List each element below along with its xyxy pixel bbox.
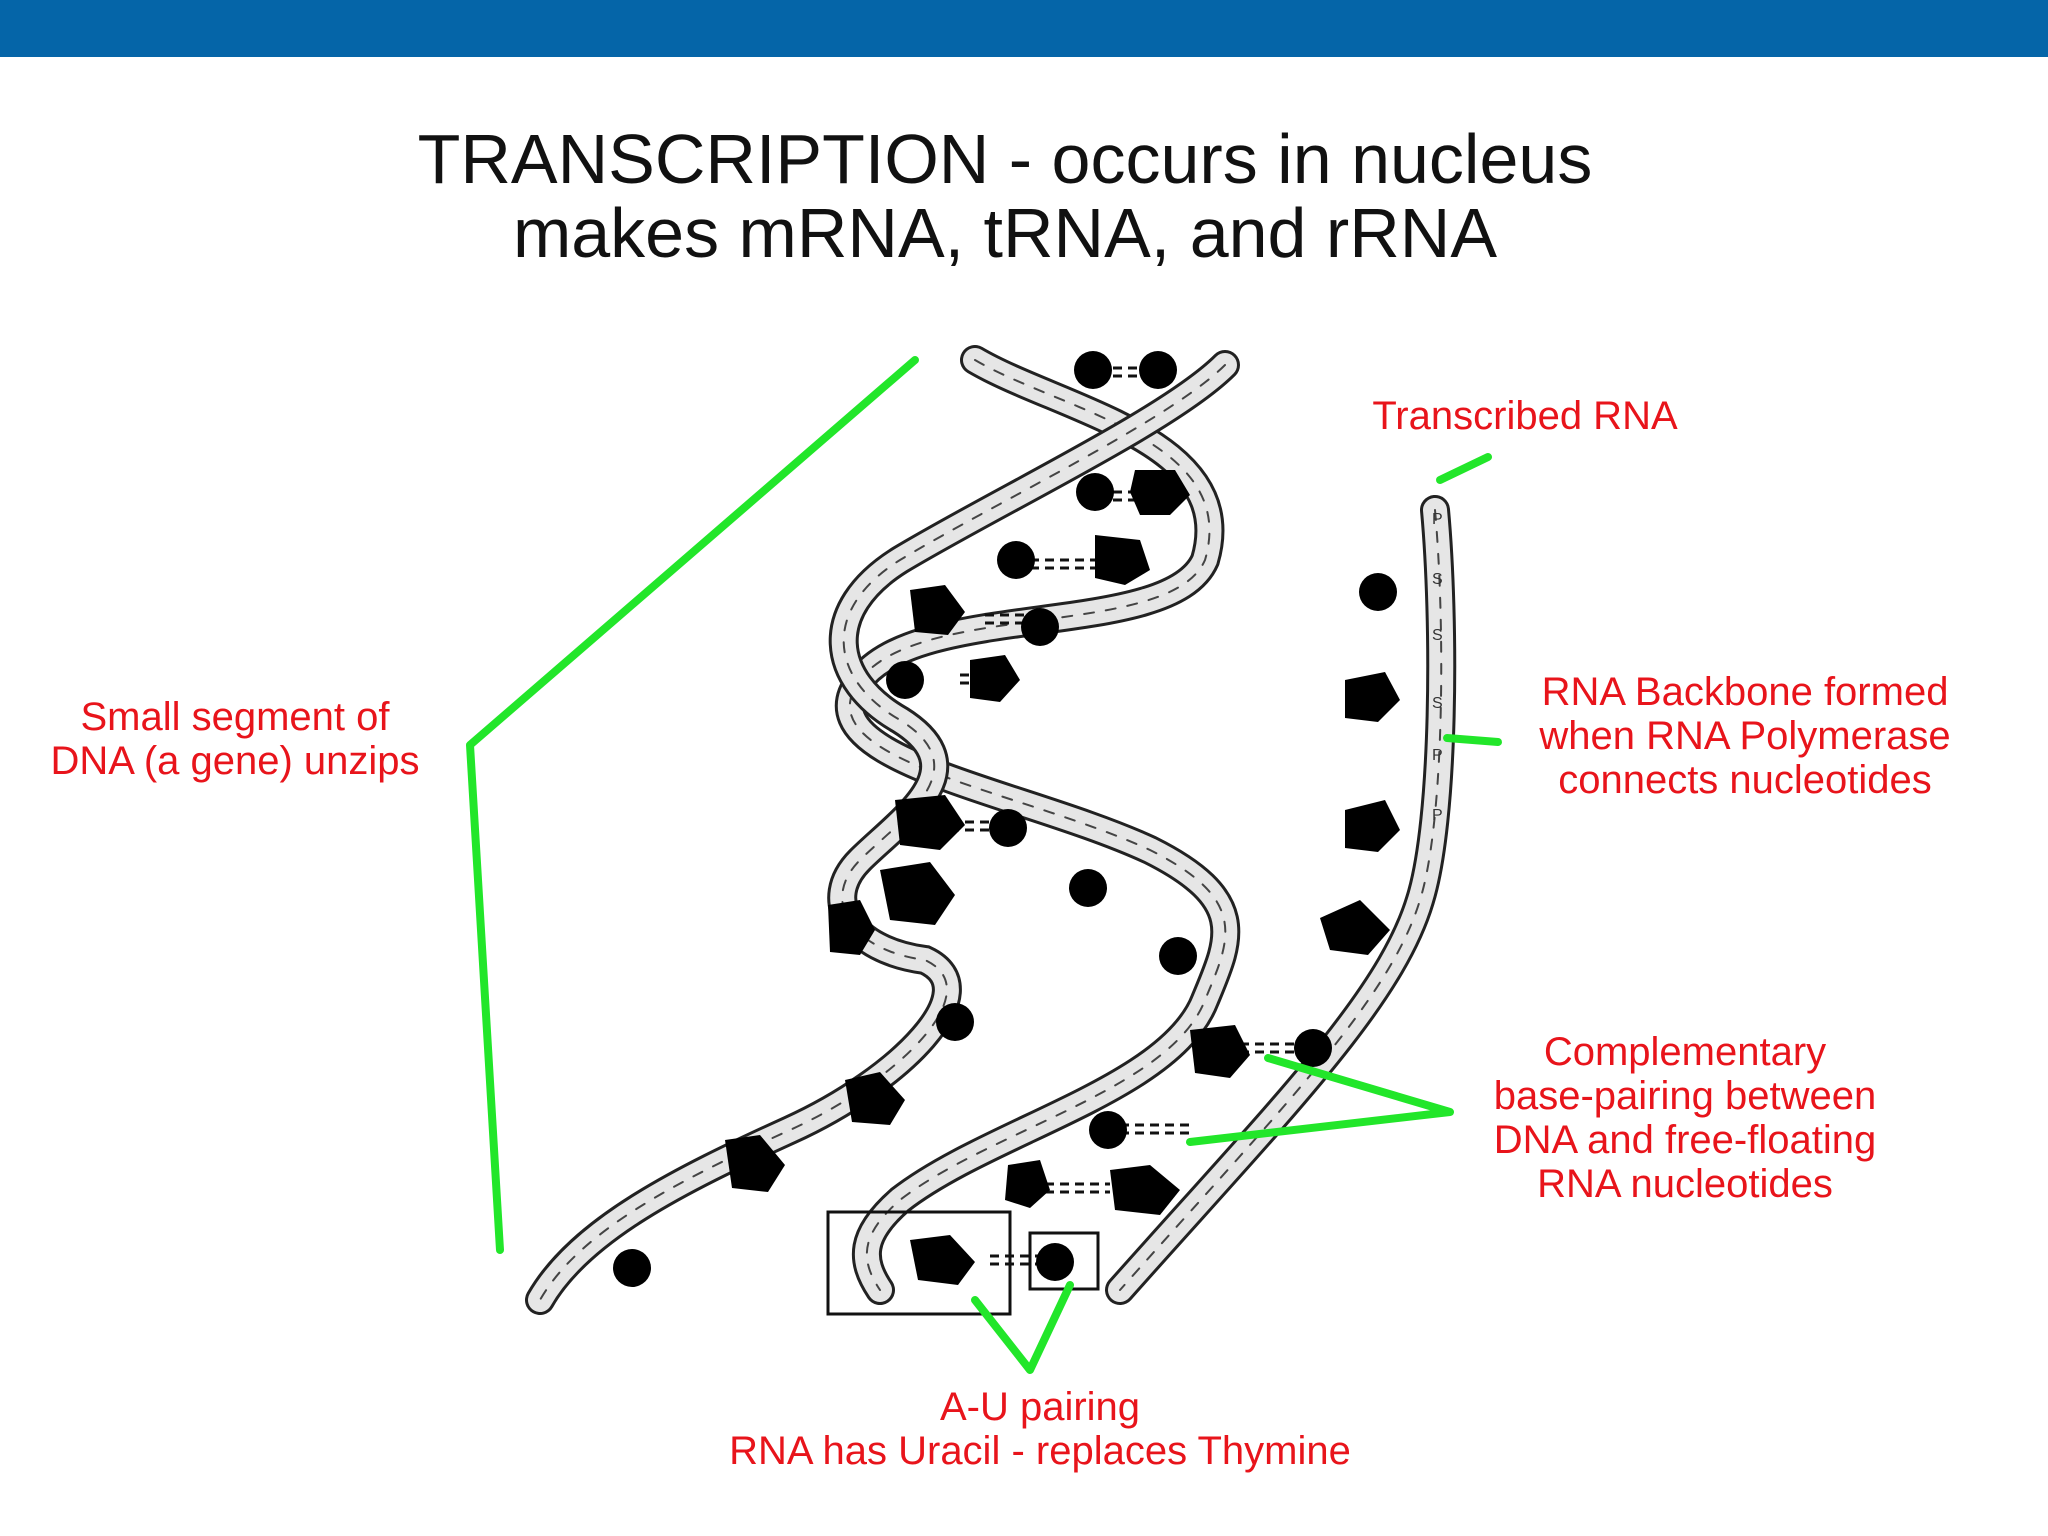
base <box>936 1003 974 1041</box>
base <box>828 900 875 955</box>
base <box>880 862 955 925</box>
backbone-pointer <box>1443 734 1502 746</box>
phosphate-letter: P <box>1432 807 1443 824</box>
dna-strand-b <box>525 350 1240 1315</box>
rna-strand <box>1105 495 1457 1305</box>
base <box>1345 672 1400 722</box>
transcribed-rna-pointer <box>1436 453 1492 484</box>
base <box>1089 1111 1127 1149</box>
complementary-pairing-label: Complementary base-pairing between DNA a… <box>1493 1030 1877 1206</box>
base <box>1021 608 1059 646</box>
slide-title: TRANSCRIPTION - occurs in nucleus makes … <box>0 122 2010 270</box>
dna-strand-a <box>835 345 1241 1305</box>
header-bar <box>0 0 2048 57</box>
base <box>1130 470 1190 515</box>
title-line-2: makes mRNA, tRNA, and rRNA <box>512 194 1498 272</box>
base <box>1076 473 1114 511</box>
base <box>989 809 1027 847</box>
base <box>1294 1029 1332 1067</box>
base <box>1110 1165 1180 1215</box>
gene-unzips-label: Small segment of DNA (a gene) unzips <box>50 695 420 783</box>
rna-backbone-label: RNA Backbone formed when RNA Polymerase … <box>1539 670 1951 802</box>
dna-adenine-box <box>826 1210 1012 1316</box>
strand-letters: S P S P S P <box>1432 511 1443 824</box>
base <box>845 1072 905 1125</box>
base <box>1159 937 1197 975</box>
transcribed-rna-label: Transcribed RNA <box>1372 394 1678 438</box>
base <box>895 795 965 850</box>
base <box>886 661 924 699</box>
base <box>1190 1025 1250 1078</box>
title-line-1: TRANSCRIPTION - occurs in nucleus <box>417 120 1593 198</box>
sugar-letter: S <box>1432 627 1443 644</box>
phosphate-letter: P <box>1432 511 1443 528</box>
nucleotide-bases <box>613 351 1400 1287</box>
base <box>1345 800 1400 852</box>
au-pairing-label: A-U pairing RNA has Uracil - replaces Th… <box>729 1385 1351 1473</box>
base <box>1069 869 1107 907</box>
sugar-letter: S <box>1432 695 1443 712</box>
base <box>1095 535 1150 585</box>
complementary-pointer <box>1186 1054 1454 1146</box>
base <box>1320 900 1390 955</box>
base <box>1139 351 1177 389</box>
phosphate-letter: P <box>1432 747 1443 764</box>
au-pointer <box>971 1281 1074 1374</box>
gene-bracket-line <box>466 356 919 1254</box>
base <box>910 585 965 635</box>
base <box>1359 573 1397 611</box>
base <box>725 1135 785 1192</box>
base <box>997 541 1035 579</box>
base <box>613 1249 651 1287</box>
base <box>910 1235 975 1285</box>
base <box>1036 1243 1074 1281</box>
base <box>1005 1160 1050 1208</box>
base <box>970 655 1020 702</box>
base <box>1074 351 1112 389</box>
pointer-lines <box>466 356 1502 1374</box>
sugar-letter: S <box>1432 571 1443 588</box>
